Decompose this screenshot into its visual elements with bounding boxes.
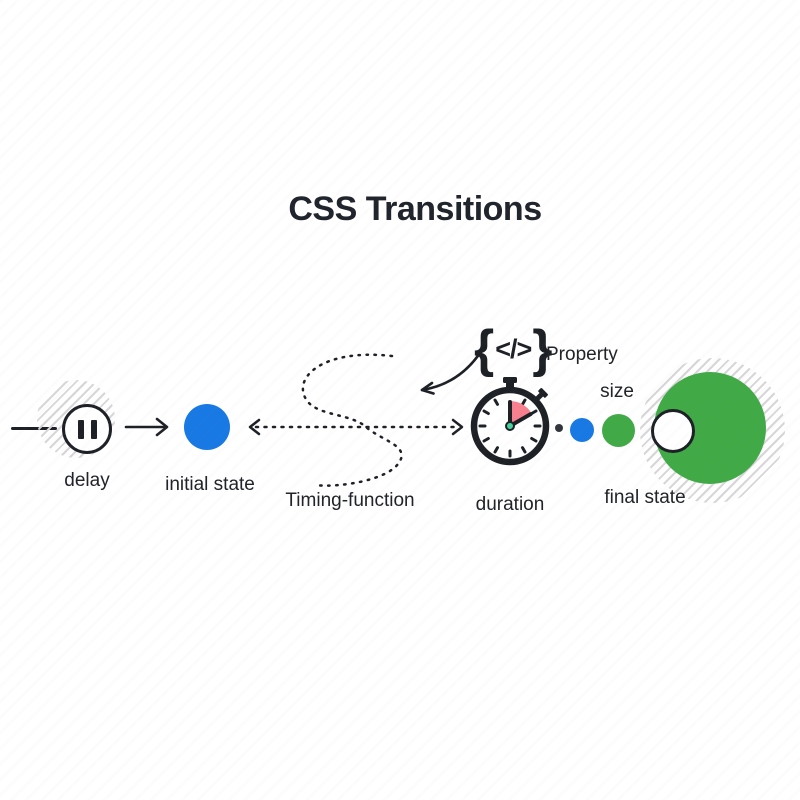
initial-state-circle (184, 404, 230, 450)
final-state-label: final state (604, 487, 686, 508)
easing-curve-icon (301, 353, 403, 487)
duration-label: duration (475, 494, 545, 515)
start-size-reference-circle (651, 409, 695, 453)
pause-icon (62, 404, 112, 454)
lead-in-line (11, 427, 57, 430)
pause-bar-left (77, 419, 84, 439)
page-title: CSS Transitions (288, 190, 542, 228)
size-step-green-circle (602, 414, 635, 447)
arrow-right-icon (124, 417, 169, 437)
code-open-brace: { (474, 320, 495, 378)
initial-state-label: initial state (165, 474, 255, 495)
property-label: Property (546, 344, 618, 365)
code-tag-glyph: </> (495, 333, 532, 364)
size-step-blue-circle (570, 418, 594, 442)
size-label: size (600, 381, 634, 402)
code-icon: { </> } (474, 320, 553, 378)
stopwatch-icon (470, 377, 550, 466)
delay-label: delay (64, 470, 110, 491)
bidirectional-dotted-arrow-icon (248, 418, 464, 436)
curved-arrow-icon (420, 348, 484, 395)
code-close-brace: } (532, 320, 553, 378)
size-step-dot (555, 424, 563, 432)
pause-bar-right (90, 419, 97, 439)
timing-function-label: Timing-function (285, 490, 415, 511)
